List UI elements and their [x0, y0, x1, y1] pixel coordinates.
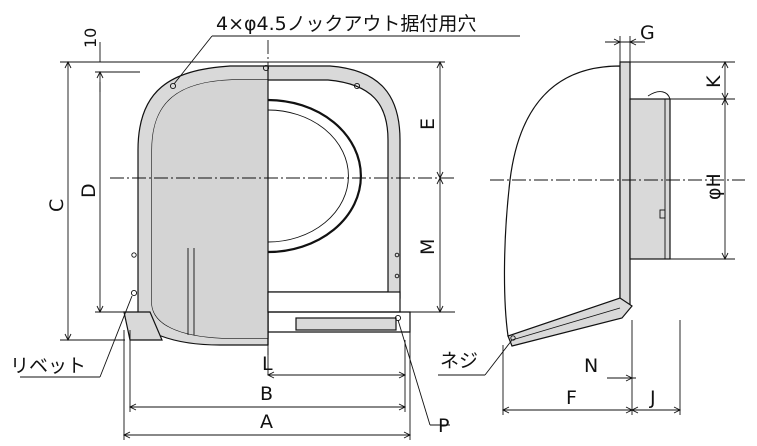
dim-M-label: M	[417, 239, 439, 255]
dim-A-label: A	[260, 411, 273, 433]
front-base-plate	[267, 291, 401, 313]
dim-C-label: C	[46, 199, 68, 212]
knockout-hole-3	[353, 82, 361, 90]
side-flange	[619, 61, 631, 308]
dim-H-label: φH	[703, 173, 725, 200]
dim-L-label: L	[262, 353, 273, 375]
dim-D-label: D	[78, 183, 100, 198]
side-hood	[503, 65, 621, 337]
dim-J-label: J	[649, 387, 656, 409]
side-louver	[507, 297, 633, 347]
dim-G-label: G	[640, 22, 655, 44]
front-base-detail	[295, 317, 397, 331]
edge-mark-2	[394, 273, 400, 279]
edge-mark-1	[394, 252, 400, 258]
knockout-hole-1	[169, 82, 177, 90]
duct-opening-inner	[267, 109, 349, 243]
rivet-mark	[130, 289, 138, 297]
dim-K-label: K	[703, 75, 725, 88]
dim-N-label: N	[584, 355, 598, 377]
front-left-foot	[123, 311, 163, 341]
dim-F-label: F	[566, 387, 577, 409]
knockout-hole-2	[262, 64, 270, 72]
screw-mark-side	[510, 335, 516, 341]
knockout-note: 4×φ4.5ノックアウト据付用穴	[216, 13, 476, 35]
front-left-shading	[152, 80, 268, 338]
front-dimensions	[20, 35, 520, 440]
dim-P-label: P	[438, 415, 449, 437]
front-view	[110, 40, 455, 355]
duct-opening	[267, 98, 362, 254]
front-base-frame	[268, 311, 411, 333]
knockout-hole-4	[131, 252, 137, 258]
side-dimensions	[438, 36, 735, 415]
side-duct	[629, 98, 671, 260]
dim-B-label: B	[260, 383, 273, 405]
dim-E-label: E	[417, 118, 439, 130]
rivet-label: リベット	[10, 355, 86, 377]
labels: 4×φ4.5ノックアウト据付用穴 リベット ネジ 10 C D E M L B …	[10, 13, 725, 437]
side-view	[490, 61, 745, 347]
screw-label: ネジ	[440, 350, 478, 372]
dim-10-label: 10	[81, 28, 100, 48]
